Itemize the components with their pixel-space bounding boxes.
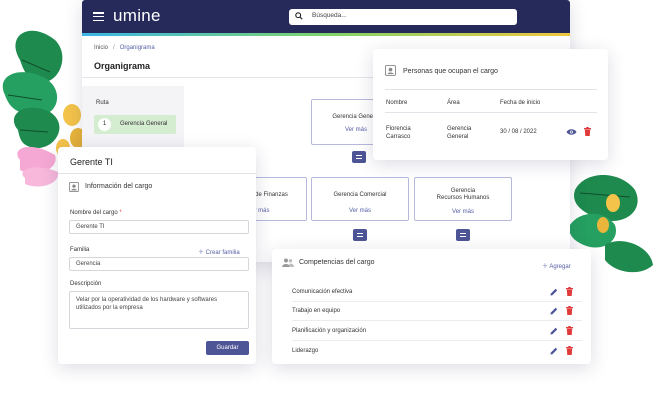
org-node-name: Gerencia de Finanzas (229, 192, 288, 198)
personas-title: Personas que ocupan el cargo (403, 68, 498, 75)
trash-icon[interactable] (566, 326, 573, 335)
page-title: Organigrama (94, 61, 151, 71)
cell-area: Gerencia General (447, 126, 471, 141)
crear-familia-label: Crear familia (205, 250, 240, 256)
trash-icon[interactable] (566, 287, 573, 296)
divider (385, 89, 597, 90)
edit-pencil-icon[interactable] (550, 288, 558, 296)
cell-nombre-line2: Carrasco (386, 133, 411, 140)
org-node-name: Gerencia Comercial (333, 192, 387, 198)
edit-pencil-icon[interactable] (550, 307, 558, 315)
list-item: Trabajo en equipo (292, 304, 582, 320)
column-header-area: Área (447, 100, 460, 106)
nombre-value: Gerente TI (76, 224, 105, 230)
divider (385, 112, 597, 113)
trash-icon[interactable] (566, 306, 573, 315)
org-node-ver-mas-link[interactable]: Ver más (451, 209, 474, 215)
section-title: Información del cargo (85, 183, 153, 190)
accent-line (82, 33, 570, 36)
ruta-label: Ruta (96, 100, 109, 106)
descripcion-field[interactable]: Velar por la operatividad de los hardwar… (69, 291, 249, 329)
divider (292, 301, 582, 302)
divider (292, 320, 582, 321)
column-header-nombre: Nombre (386, 100, 408, 106)
competencia-label: Comunicación efectiva (292, 289, 353, 295)
decorative-leaves-right-icon (569, 175, 653, 273)
expand-button[interactable] (352, 151, 366, 163)
competencias-title: Competencias del cargo (299, 259, 375, 266)
familia-field[interactable]: Gerencia (69, 257, 249, 271)
familia-value: Gerencia (76, 261, 101, 267)
descripcion-label: Descripción (70, 281, 102, 287)
agregar-button[interactable]: ＋ Agregar (542, 264, 571, 270)
expand-button[interactable] (353, 229, 367, 241)
cell-nombre-line1: Florencia (386, 126, 411, 132)
trash-icon[interactable] (566, 346, 573, 355)
eye-icon[interactable] (566, 128, 577, 136)
org-node-name: Gerencia General (332, 114, 380, 120)
competencias-card: Competencias del cargo ＋ Agregar Comunic… (272, 249, 591, 364)
trash-icon[interactable] (584, 127, 591, 136)
search-input[interactable]: Búsqueda... (289, 9, 517, 25)
breadcrumb: Inicio / Organigrama (94, 45, 155, 51)
org-node-ver-mas-link[interactable]: Ver más (247, 208, 270, 214)
nombre-label: Nombre del cargo * (70, 210, 122, 216)
cell-fecha: 30 / 08 / 2022 (500, 129, 537, 135)
id-card-icon (385, 65, 396, 76)
users-icon (282, 258, 294, 267)
ruta-item-gerencia-general[interactable]: 1 Gerencia General (94, 115, 176, 134)
org-node-name-line2: Recursos Humanos (436, 195, 490, 201)
breadcrumb-home[interactable]: Inicio (94, 45, 109, 51)
competencia-label: Planificación y organización (292, 328, 367, 334)
search-icon (295, 12, 303, 20)
cell-area-line1: Gerencia (447, 126, 472, 132)
org-node-gerencia-recursos-humanos[interactable]: Gerencia Recursos Humanos Ver más (414, 177, 512, 221)
org-node-ver-mas-link[interactable]: Ver más (344, 127, 367, 133)
search-placeholder: Búsqueda... (312, 12, 347, 19)
gerente-form-card: Gerente TI Información del cargo Nombre … (58, 147, 256, 364)
nombre-label-text: Nombre del cargo (70, 210, 118, 216)
cell-area-line2: General (447, 133, 469, 140)
cell-nombre: Florencia Carrasco (386, 126, 411, 141)
agregar-label: Agregar (549, 264, 571, 270)
familia-label: Familia (70, 247, 90, 253)
hamburger-menu-icon[interactable] (93, 12, 104, 22)
ruta-item-number: 1 (98, 118, 111, 131)
competencia-label: Liderazgo (292, 348, 319, 354)
competencia-label: Trabajo en equipo (292, 308, 341, 314)
form-title: Gerente TI (70, 157, 113, 167)
divider (58, 173, 256, 174)
list-item: Planificación y organización (292, 324, 582, 340)
org-node-name-line1: Gerencia (450, 188, 476, 194)
ruta-item-label: Gerencia General (120, 121, 168, 127)
list-item: Liderazgo (292, 344, 582, 360)
list-item: Comunicación efectiva (292, 285, 582, 301)
breadcrumb-current: Organigrama (119, 45, 155, 51)
edit-pencil-icon[interactable] (550, 327, 558, 335)
breadcrumb-separator: / (113, 45, 115, 51)
crear-familia-link[interactable]: ＋ Crear familia (198, 250, 240, 256)
app-logo: umine (113, 6, 161, 25)
required-mark: * (119, 210, 122, 216)
edit-pencil-icon[interactable] (550, 347, 558, 355)
nombre-field[interactable]: Gerente TI (69, 220, 249, 234)
top-bar: umine Búsqueda... (82, 0, 570, 33)
personas-card: Personas que ocupan el cargo Nombre Área… (373, 49, 608, 160)
descripcion-value: Velar por la operatividad de los hardwar… (76, 297, 218, 311)
expand-button[interactable] (456, 229, 470, 241)
column-header-fecha: Fecha de inicio (500, 100, 541, 106)
divider (292, 340, 582, 341)
save-button[interactable]: Guardar (206, 341, 249, 355)
divider (82, 77, 570, 78)
id-card-icon (69, 182, 79, 192)
org-node-ver-mas-link[interactable]: Ver más (348, 208, 371, 214)
org-node-gerencia-comercial[interactable]: Gerencia Comercial Ver más (311, 177, 409, 221)
